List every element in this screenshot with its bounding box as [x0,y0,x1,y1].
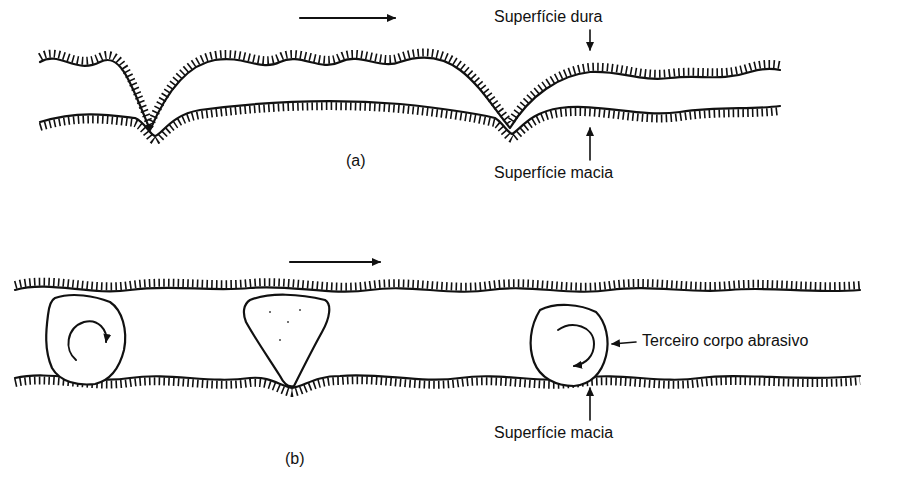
hard-surface-hatch [15,282,860,287]
abrasive-particle [46,295,125,384]
soft-surface-hatch [40,106,780,141]
motion-arrow [300,17,395,19]
soft-surface [40,101,780,136]
rotation-arrow [558,325,594,366]
figure-label: (b) [283,450,307,468]
soft-surface-hatch [15,380,860,393]
particle-label: Terceiro corpo abrasivo [640,332,810,350]
rotation-arrow [68,321,106,360]
leader-line [612,342,636,344]
leader-line [589,388,591,420]
leader-line [589,128,591,160]
leader-line [589,30,591,50]
hard-surface [40,57,780,130]
figure-label: (a) [344,152,368,170]
surface-label: Superfície dura [492,8,605,26]
surface-label: Superfície macia [492,424,615,442]
soft-surface [15,375,860,388]
hard-surface [15,287,860,292]
motion-arrow [290,261,380,263]
surface-label: Superfície macia [492,164,615,182]
abrasive-particle [244,295,329,387]
abrasive-particle [531,305,608,386]
